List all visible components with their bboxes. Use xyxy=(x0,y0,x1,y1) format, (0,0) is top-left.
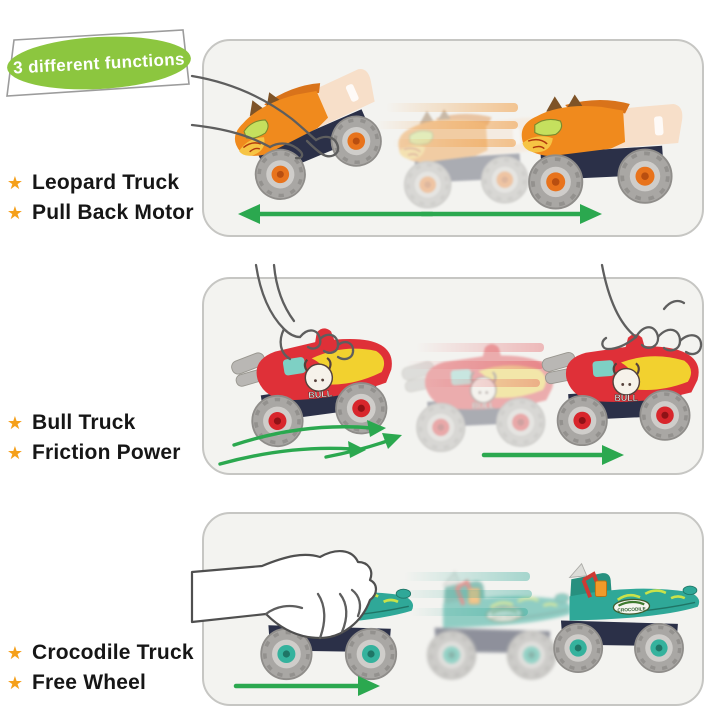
leopard-truck-speeding xyxy=(519,92,685,211)
hand-flick-icon xyxy=(600,263,703,356)
speed-streaks xyxy=(394,572,532,616)
hand-push-icon xyxy=(254,263,355,361)
leopard-truck-pulled-back xyxy=(221,56,401,211)
speed-streaks xyxy=(376,103,518,147)
function-label: Friction Power xyxy=(32,441,181,464)
curved-arrow-icon xyxy=(218,420,402,466)
leopard-demo-illustration xyxy=(190,56,685,224)
truck-name-label: Leopard Truck xyxy=(32,171,180,194)
feature-bull: ★ Bull Truck ★ Friction Power xyxy=(6,408,200,468)
star-icon: ★ xyxy=(6,443,24,463)
speed-streaks xyxy=(406,343,544,387)
hand-pull-back-icon xyxy=(190,74,340,160)
crocodile-demo-illustration: CROCODILE xyxy=(190,550,702,696)
demo-panel-crocodile: CROCODILE xyxy=(190,512,704,706)
arrow-right-icon xyxy=(233,676,380,696)
crocodile-truck-ghost xyxy=(425,569,574,681)
function-label: Free Wheel xyxy=(32,671,147,694)
crocodile-truck-rolling xyxy=(552,561,702,675)
arrow-right-icon xyxy=(481,445,624,465)
bull-demo-illustration: BULL xyxy=(218,263,703,466)
star-icon: ★ xyxy=(6,643,24,663)
function-label: Pull Back Motor xyxy=(32,201,194,224)
feature-row: ★ Friction Power xyxy=(6,438,200,468)
feature-row: ★ Crocodile Truck xyxy=(6,638,200,668)
feature-row: ★ Free Wheel xyxy=(6,668,200,698)
star-icon: ★ xyxy=(6,413,24,433)
feature-row: ★ Pull Back Motor xyxy=(6,198,200,228)
truck-name-label: Crocodile Truck xyxy=(32,641,194,664)
arrow-right-icon xyxy=(419,204,602,224)
hand-grip-finger-lines xyxy=(264,588,362,640)
demo-panel-bull: BULL xyxy=(202,263,704,475)
feature-row: ★ Bull Truck xyxy=(6,408,200,438)
feature-crocodile: ★ Crocodile Truck ★ Free Wheel xyxy=(6,638,200,698)
hand-grip-icon xyxy=(190,550,378,640)
star-icon: ★ xyxy=(6,673,24,693)
bull-truck-speeding xyxy=(538,332,701,447)
star-icon: ★ xyxy=(6,173,24,193)
star-icon: ★ xyxy=(6,203,24,223)
banner-ellipse xyxy=(7,36,191,90)
feature-row: ★ Leopard Truck xyxy=(6,168,200,198)
truck-name-label: Bull Truck xyxy=(32,411,136,434)
arrow-left-icon xyxy=(238,204,435,224)
banner: 3 different functions xyxy=(6,29,191,97)
feature-leopard: ★ Leopard Truck ★ Pull Back Motor xyxy=(6,168,200,228)
bull-truck-ghost xyxy=(398,342,555,453)
demo-panel-leopard xyxy=(190,39,704,237)
